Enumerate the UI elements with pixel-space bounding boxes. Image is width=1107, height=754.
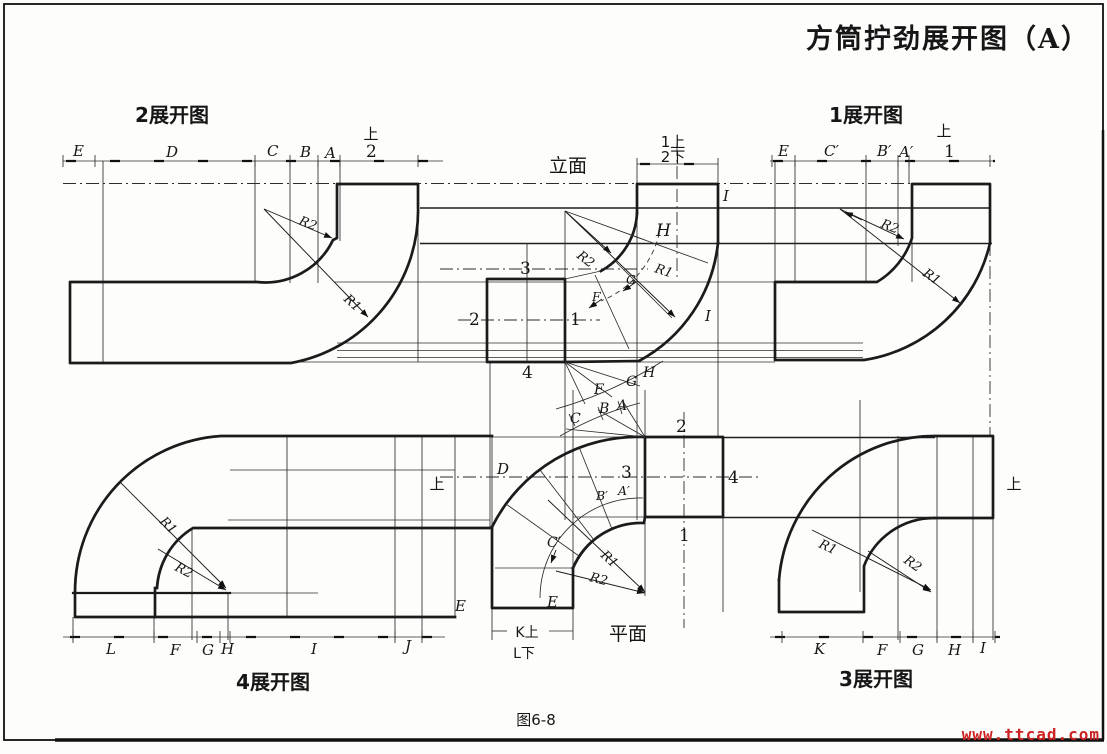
dev3-dim-G: G [912, 641, 924, 659]
development-2-view: R2 R1 2展开图 上 E D C B A 2 [68, 103, 420, 365]
dev1-up-mark: 上 [936, 122, 951, 140]
dev1-dim-B: B′ [876, 142, 892, 160]
elevation-corner-4: 4 [522, 363, 533, 383]
development-3-view: R1 R2 3展开图 上 K F G H I [777, 434, 1022, 691]
plan-E-left-label: E [454, 597, 466, 615]
dev4-dim-F: F [169, 641, 181, 659]
dev4-dim-I: I [310, 640, 318, 658]
elevation-dim-2down: 2下 [661, 148, 686, 166]
construction-lines [63, 143, 994, 640]
elevation-H-label: H [655, 221, 672, 241]
elevation-title: 立面 [549, 155, 587, 177]
dev2-dim-D: D [165, 143, 178, 161]
dimension-lines [62, 155, 1000, 643]
dev3-dim-F: F [876, 641, 888, 659]
development-4-view: R1 R2 4展开图 上 L F G H I J [71, 434, 494, 694]
plan-Bp-label: B′ [595, 488, 608, 503]
dev1-title: 1展开图 [829, 103, 903, 127]
plan-Ap-label: A′ [617, 483, 630, 498]
elevation-G-pointer: G [626, 272, 636, 287]
elevation-corner-1: 1 [570, 310, 581, 330]
dev2-dim-E: E [72, 142, 84, 160]
dev4-dim-J: J [402, 637, 412, 655]
dev3-r2-label: R2 [900, 552, 924, 575]
dev3-up-mark: 上 [1006, 475, 1021, 493]
dev1-dim-A: A′ [897, 143, 914, 161]
plan-A-label: A [615, 398, 627, 414]
dev3-dim-H: H [947, 641, 962, 659]
elevation-fan-F: F [593, 382, 605, 398]
plan-Cp-label: C′ [547, 535, 562, 551]
plan-corner-2: 2 [676, 417, 687, 437]
elevation-I-mid-label: I [704, 307, 712, 325]
dev2-dim-A: A [323, 144, 336, 162]
elevation-view: 立面 1上 2下 H I I R2 R1 G F 3 2 1 4 F G H [469, 133, 730, 410]
dev4-dim-L: L [105, 640, 116, 658]
watermark-text: www.ttcad.com [962, 725, 1100, 744]
page-title: 方筒拧劲展开图（A） [806, 23, 1090, 55]
dev4-title: 4展开图 [236, 670, 310, 694]
dev1-dim-C: C′ [824, 142, 839, 160]
plan-corner-3: 3 [621, 463, 632, 483]
dev1-r2-label: R2 [878, 216, 901, 237]
elevation-dim-1up: 1上 [661, 133, 686, 151]
plan-r1-label: R1 [597, 547, 621, 571]
elevation-corner-2: 2 [469, 310, 480, 330]
dev2-r2-label: R2 [296, 213, 319, 234]
figure-caption: 图6-8 [516, 711, 556, 729]
elevation-corner-3: 3 [520, 259, 531, 279]
elevation-F-pointer: F [591, 289, 602, 304]
plan-view: 平面 C B A D 2 3 4 1 B′ A′ C′ R1 R2 E E K上… [454, 398, 739, 662]
dev4-up-mark: 上 [429, 475, 444, 493]
plan-r2-label: R2 [587, 570, 609, 589]
dev1-r1-label: R1 [919, 265, 943, 288]
dev2-dim-2: 2 [366, 142, 377, 162]
dev3-title: 3展开图 [839, 667, 913, 691]
dev4-dim-H: H [220, 640, 235, 658]
plan-L-down-dim: L下 [513, 646, 535, 662]
plan-D-label: D [496, 460, 509, 478]
dev3-r1-label: R1 [815, 537, 839, 559]
dev2-r1-label: R1 [340, 291, 364, 315]
dev3-dim-K: K [813, 640, 826, 658]
dev1-dim-1: 1 [944, 142, 955, 162]
elevation-I-top-label: I [722, 187, 730, 205]
dev2-up-mark: 上 [363, 125, 378, 143]
dev4-r2-label: R2 [171, 560, 195, 582]
dev4-dim-G: G [202, 641, 214, 659]
plan-K-up-dim: K上 [515, 625, 538, 641]
dev3-dim-I: I [979, 639, 987, 657]
plan-E-mid-label: E [546, 593, 558, 611]
elevation-r1-label: R1 [652, 261, 675, 281]
plan-corner-1: 1 [679, 526, 690, 546]
page-border [3, 3, 1105, 742]
dev1-dim-E: E [777, 142, 789, 160]
dev4-r1-label: R1 [155, 514, 179, 538]
dev2-title: 2展开图 [135, 103, 209, 127]
plan-title: 平面 [609, 623, 647, 645]
plan-corner-4: 4 [728, 468, 739, 488]
development-1-view: R2 R1 1展开图 上 E C′ B′ A′ 1 [773, 103, 992, 362]
dev2-dim-C: C [267, 142, 279, 160]
elevation-fan-G: G [626, 374, 637, 390]
elevation-r2-label: R2 [573, 248, 597, 272]
plan-C-label: C [570, 411, 581, 427]
elevation-fan-H: H [642, 365, 656, 381]
plan-B-label: B [598, 401, 609, 417]
dev2-dim-B: B [299, 143, 311, 161]
